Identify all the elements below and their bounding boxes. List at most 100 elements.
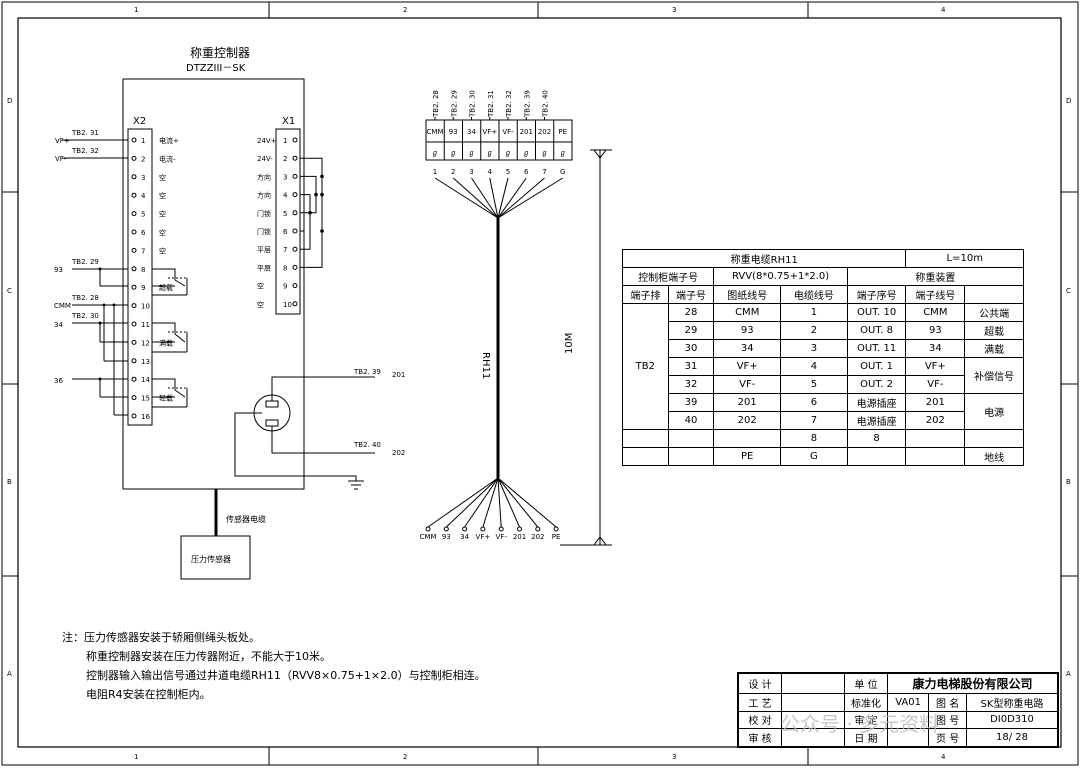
table-cell: 31 — [667, 357, 715, 376]
col-header: 端子序号 — [846, 285, 907, 304]
wire-number: 5 — [506, 168, 510, 176]
table-note: 补偿信号 — [964, 357, 1024, 394]
note-line: 称重控制器安装在压力传器附近，不能大于10米。 — [86, 650, 331, 663]
col-label: 2 — [403, 6, 407, 14]
controller-title: 称重控制器 — [190, 46, 250, 60]
notes: 注：压力传感器安装于轿厢侧绳头板处。 称重控制器安装在压力传器附近，不能大于10… — [62, 628, 486, 704]
col-label: 2 — [403, 753, 407, 761]
x2-pin-number: 5 — [141, 211, 145, 219]
x2-pin-terminal — [131, 321, 137, 327]
table-title: 称重电缆RH11 — [621, 249, 907, 268]
x2-pin-number: 7 — [141, 247, 145, 255]
x2-pin-number: 4 — [141, 192, 146, 200]
table-cell: 93 — [713, 321, 782, 340]
x2-pin-terminal — [131, 358, 137, 364]
x2-pin-label: 满载 — [159, 338, 173, 347]
controller-box — [122, 78, 305, 490]
x2-pin-number: 15 — [141, 395, 150, 403]
x1-pin-terminal — [292, 155, 298, 161]
col-header: 端子线号 — [905, 285, 966, 304]
table-cell: 40 — [667, 411, 715, 430]
table-h3: 称重装置 — [846, 267, 1025, 286]
x1-pin-label: 空 — [257, 300, 264, 309]
table-note: 地线 — [964, 447, 1024, 466]
col-label: 1 — [134, 753, 138, 761]
table-cell: 202 — [905, 411, 966, 430]
col-header: 端子排 — [622, 285, 669, 304]
screw-icon: ℊ — [541, 149, 548, 158]
table-cell: 32 — [667, 375, 715, 394]
x1-pin-label: 门锁 — [257, 227, 271, 236]
signal-label: 34 — [54, 321, 63, 329]
tb-label: TB2. 29 — [71, 258, 99, 266]
x1-pin-number: 6 — [283, 228, 288, 236]
table-cell: 7 — [780, 411, 848, 430]
table-cell: VF+ — [713, 357, 782, 376]
x2-pin-number: 1 — [141, 137, 145, 145]
table-cell: 28 — [667, 303, 715, 322]
x1-label: X1 — [282, 116, 295, 127]
pressure-sensor-label: 压力传感器 — [191, 554, 231, 564]
bottom-term-label: VF+ — [476, 533, 491, 541]
table-cell — [905, 429, 966, 448]
x1-pin-terminal — [292, 137, 298, 143]
x2-terminal-strip — [127, 128, 153, 426]
bottom-terminal — [498, 526, 504, 532]
table-cell: G — [780, 447, 848, 466]
top-term-label: VF- — [502, 128, 514, 136]
bottom-terminal — [535, 526, 541, 532]
tb-top-label: TB2. 29 — [450, 90, 458, 118]
wire-number: 7 — [542, 168, 546, 176]
x2-pin-terminal — [131, 339, 137, 345]
x2-pin-number: 3 — [141, 174, 145, 182]
x2-pin-number: 14 — [141, 376, 150, 384]
col-label: 4 — [941, 753, 946, 761]
x2-pin-terminal — [131, 266, 137, 272]
signal-label: 201 — [392, 371, 405, 379]
table-cell: 电源插座 — [846, 393, 907, 412]
table-cell: 93 — [905, 321, 966, 340]
junction-dots — [98, 267, 116, 381]
x2-pin-number: 16 — [141, 413, 150, 421]
tb-label: TB2. 39 — [353, 368, 381, 376]
x1-pin-terminal — [292, 301, 298, 307]
tb-label: TB2. 31 — [71, 129, 99, 137]
bottom-term-label: PE — [552, 533, 561, 541]
tb-top-label: TB2. 32 — [505, 90, 513, 118]
bottom-term-label: 202 — [531, 533, 544, 541]
signal-label: 36 — [54, 377, 63, 385]
wire-number: 3 — [469, 168, 473, 176]
x2-pin-number: 12 — [141, 339, 150, 347]
x2-pin-label: 电流- — [159, 154, 176, 163]
table-cell — [713, 429, 782, 448]
x1-pin-terminal — [292, 228, 298, 234]
drawing-no-value: DI0D310 — [966, 710, 1058, 730]
x1-pin-number: 10 — [283, 301, 292, 309]
screw-icon: ℊ — [523, 149, 530, 158]
note-line: 控制器输入输出信号通过井道电缆RH11（RVV8×0.75+1×2.0）与控制柜… — [86, 669, 486, 682]
x2-pin-terminal — [131, 395, 137, 401]
table-cell: PE — [713, 447, 782, 466]
controller-model: DTZZIII－SK — [186, 63, 246, 74]
signal-label: 202 — [392, 449, 405, 457]
note-line: 注：压力传感器安装于轿厢侧绳头板处。 — [62, 631, 260, 644]
x2-pin-number: 6 — [141, 229, 146, 237]
table-cell: 6 — [780, 393, 848, 412]
tb-craft: 工 艺 — [738, 692, 782, 712]
grid-labels: 1 2 3 4 1 2 3 4 D C B A D C B A — [7, 6, 1071, 761]
bottom-terminal — [517, 526, 522, 532]
tb-label: TB2. 40 — [353, 441, 381, 449]
x2-pin-label: 空 — [159, 228, 166, 237]
row-label: D — [1066, 97, 1071, 105]
row-label: D — [7, 97, 12, 105]
bottom-terminal — [553, 526, 559, 532]
wire-number: 1 — [433, 168, 437, 176]
